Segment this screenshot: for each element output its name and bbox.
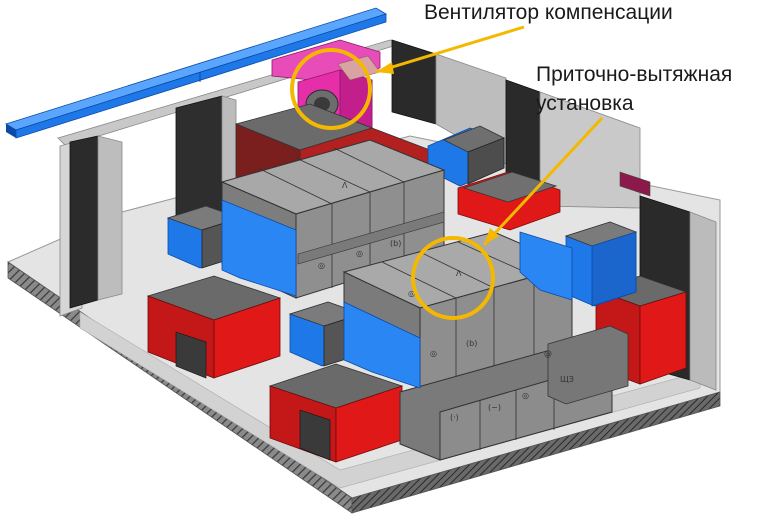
svg-text:◎: ◎ [408, 289, 415, 298]
supply-duct-front-right [519, 221, 638, 307]
svg-text:Λ: Λ [456, 269, 462, 278]
svg-text:◎: ◎ [430, 349, 437, 358]
svg-text:◎: ◎ [356, 249, 363, 258]
supply-duct-left [166, 199, 297, 297]
ahu-leader-arrowhead [484, 228, 499, 245]
svg-text:(b): (b) [466, 339, 477, 348]
ahu-highlight-circle [411, 236, 495, 320]
fan-highlight-circle [290, 48, 372, 130]
svg-text:◎: ◎ [522, 391, 529, 400]
supply-duct-right [427, 125, 561, 231]
fan-leader-arrowhead [376, 62, 394, 74]
fan-leader-line [375, 25, 525, 74]
supply-duct-front-left [288, 301, 421, 389]
svg-text:ЩЗ: ЩЗ [560, 375, 574, 384]
svg-text:@: @ [544, 349, 552, 358]
exhaust-duct-front [268, 363, 404, 463]
svg-text:(b): (b) [390, 239, 401, 248]
svg-text:(·): (·) [450, 413, 459, 422]
svg-text:(−): (−) [488, 403, 501, 412]
supply-air-duct-roof [5, 7, 387, 139]
ahu-leader-line [482, 116, 604, 247]
exhaust-duct-left [146, 275, 282, 379]
svg-text:Λ: Λ [342, 181, 348, 190]
fan-annotation-label: Вентилятор компенсации [424, 1, 673, 24]
ahu-annotation-label-line1: Приточно-вытяжная [536, 63, 733, 86]
ahu-annotation-label-line2: установка [536, 92, 634, 115]
svg-text:◎: ◎ [318, 261, 325, 270]
